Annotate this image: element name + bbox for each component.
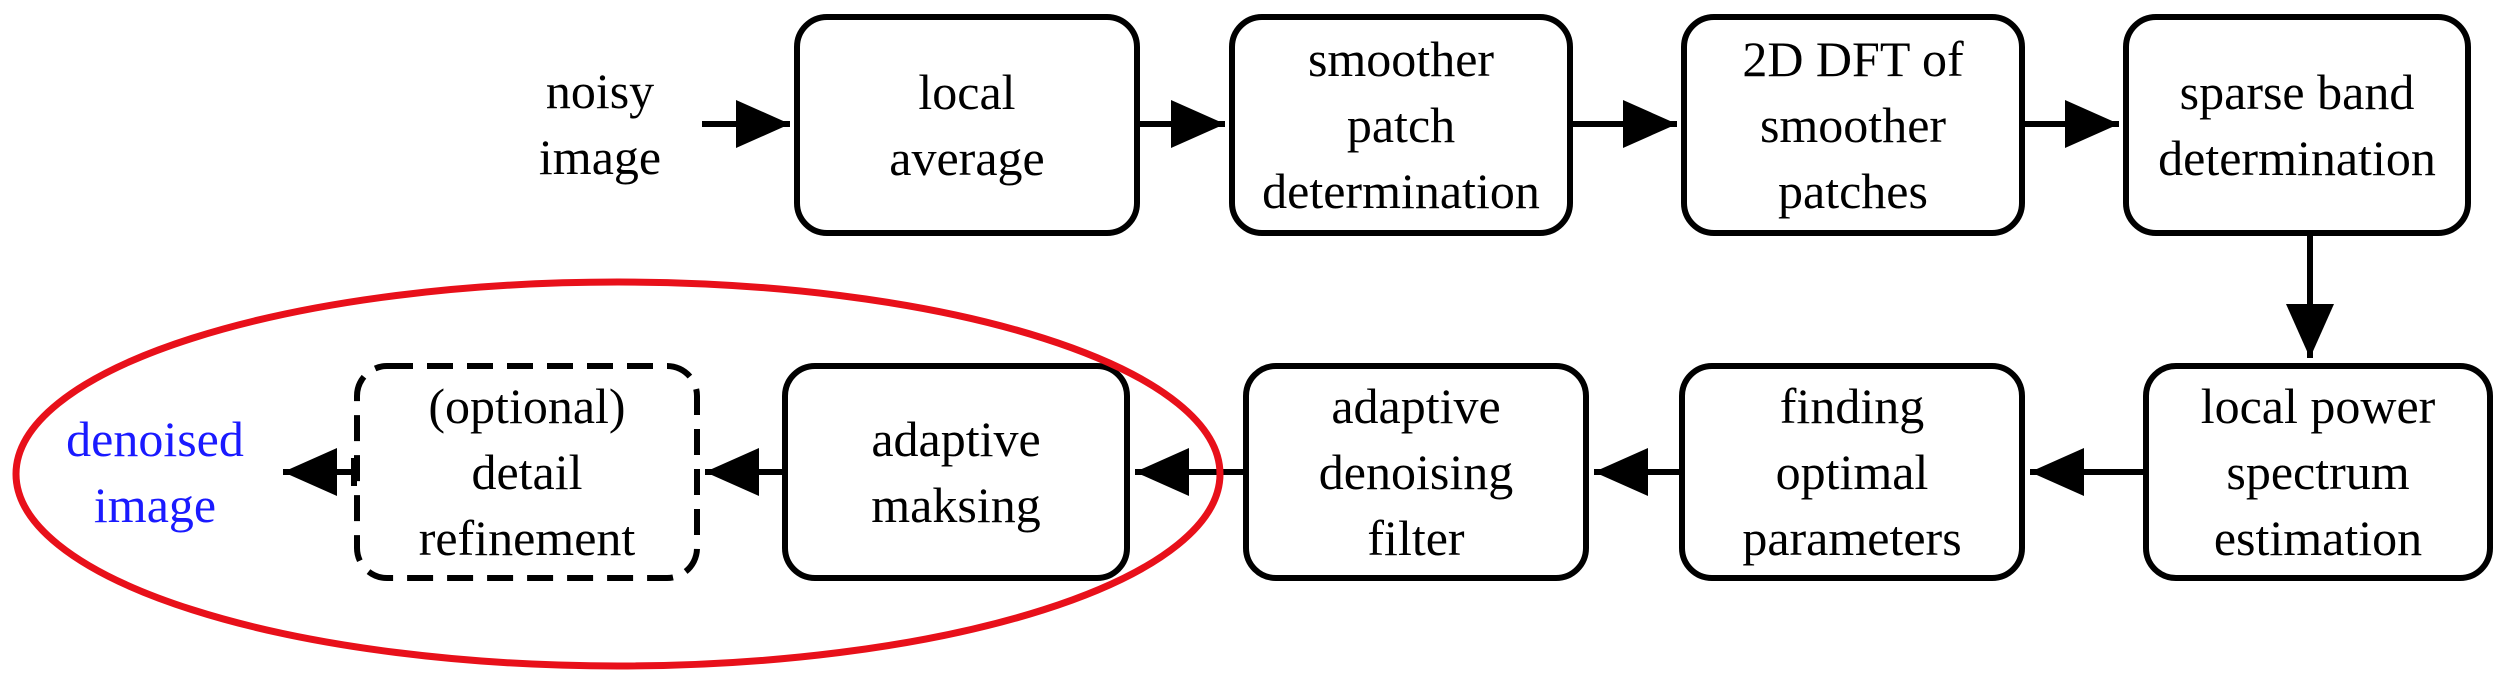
label-local-average: local average bbox=[800, 20, 1134, 230]
label-adaptive-denoising-filter-line-3: filter bbox=[1367, 510, 1465, 566]
label-optional-detail-refinement: (optional) detail refinement bbox=[360, 369, 694, 575]
label-noisy-image-line-2: image bbox=[538, 129, 662, 185]
box-smoother-patch-determination bbox=[1229, 14, 1573, 236]
label-finding-optimal-parameters-line-3: parameters bbox=[1742, 510, 1962, 566]
label-sparse-band-determination-line-1: sparse band bbox=[2179, 64, 2415, 120]
label-2d-dft: 2D DFT of smoother patches bbox=[1687, 20, 2019, 230]
highlight-ellipse bbox=[12, 278, 1224, 670]
label-optional-detail-refinement-line-2: detail bbox=[471, 444, 583, 500]
label-finding-optimal-parameters-line-2: optimal bbox=[1775, 444, 1929, 500]
label-local-power-spectrum: local power spectrum estimation bbox=[2149, 369, 2487, 575]
box-sparse-band-determination bbox=[2123, 14, 2471, 236]
box-local-power-spectrum bbox=[2143, 363, 2493, 581]
label-smoother-patch-determination-line-2: patch bbox=[1346, 97, 1456, 153]
label-optional-detail-refinement-line-3: refinement bbox=[418, 510, 636, 566]
label-optional-detail-refinement-line-1: (optional) bbox=[428, 378, 626, 434]
label-local-power-spectrum-line-3: estimation bbox=[2213, 510, 2423, 566]
label-adaptive-masking-line-1: adaptive bbox=[871, 411, 1041, 467]
label-2d-dft-line-3: patches bbox=[1778, 163, 1928, 219]
label-finding-optimal-parameters-line-1: finding bbox=[1779, 378, 1925, 434]
box-local-average bbox=[794, 14, 1140, 236]
label-adaptive-denoising-filter-line-1: adaptive bbox=[1331, 378, 1501, 434]
label-noisy-image-line-1: noisy bbox=[545, 63, 655, 119]
label-finding-optimal-parameters: finding optimal parameters bbox=[1685, 369, 2019, 575]
label-denoised-image-line-1: denoised bbox=[66, 411, 244, 467]
label-local-power-spectrum-line-2: spectrum bbox=[2226, 444, 2410, 500]
label-smoother-patch-determination-line-3: determination bbox=[1262, 163, 1540, 219]
label-adaptive-denoising-filter: adaptive denoising filter bbox=[1249, 369, 1583, 575]
box-finding-optimal-parameters bbox=[1679, 363, 2025, 581]
label-local-average-line-1: local bbox=[918, 64, 1016, 120]
label-smoother-patch-determination: smoother patch determination bbox=[1232, 20, 1570, 230]
box-adaptive-denoising-filter bbox=[1243, 363, 1589, 581]
label-denoised-image: denoised image bbox=[40, 402, 270, 542]
label-noisy-image: noisy image bbox=[500, 54, 700, 194]
label-smoother-patch-determination-line-1: smoother bbox=[1307, 31, 1495, 87]
label-adaptive-masking: adaptive maksing bbox=[788, 369, 1124, 575]
label-sparse-band-determination-line-2: determination bbox=[2158, 130, 2436, 186]
box-2d-dft bbox=[1681, 14, 2025, 236]
label-local-average-line-2: average bbox=[889, 130, 1045, 186]
label-sparse-band-determination: sparse band determination bbox=[2126, 20, 2468, 230]
label-adaptive-denoising-filter-line-2: denoising bbox=[1318, 444, 1514, 500]
label-denoised-image-line-2: image bbox=[93, 477, 217, 533]
label-2d-dft-line-2: smoother bbox=[1759, 97, 1947, 153]
label-2d-dft-line-1: 2D DFT of bbox=[1742, 31, 1964, 87]
box-adaptive-masking bbox=[782, 363, 1130, 581]
label-adaptive-masking-line-2: maksing bbox=[871, 477, 1041, 533]
label-local-power-spectrum-line-1: local power bbox=[2200, 378, 2436, 434]
